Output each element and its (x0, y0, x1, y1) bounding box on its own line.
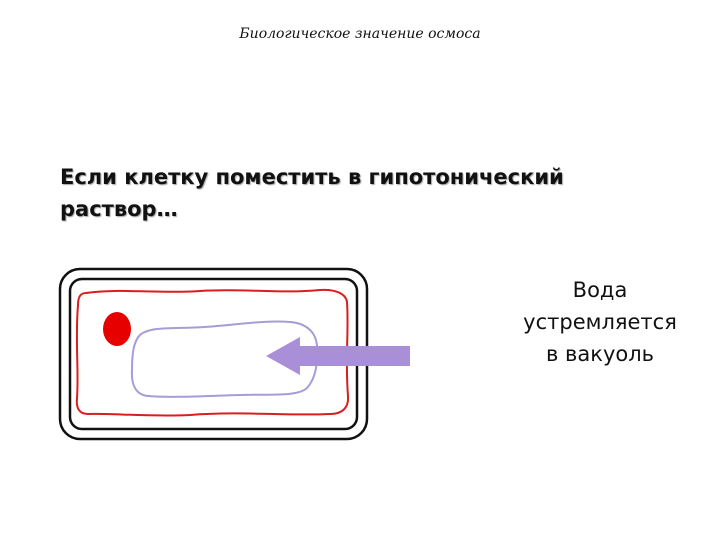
heading-line-2: раствор… (60, 197, 178, 221)
nucleus (103, 312, 131, 346)
caption-line-2: устремляется (523, 310, 677, 334)
slide-title: Биологическое значение осмоса (239, 26, 481, 42)
water-flow-arrow (266, 337, 410, 375)
caption-line-3: в вакуоль (545, 342, 655, 366)
caption-line-1: Вода (572, 278, 628, 302)
heading-line-1: Если клетку поместить в гипотонический (60, 165, 564, 189)
cell-membrane (75, 288, 350, 417)
slide-heading: Если клетку поместить в гипотонический р… (60, 161, 620, 225)
caption: Вода устремляется в вакуоль (490, 274, 710, 370)
vacuole (130, 320, 319, 398)
